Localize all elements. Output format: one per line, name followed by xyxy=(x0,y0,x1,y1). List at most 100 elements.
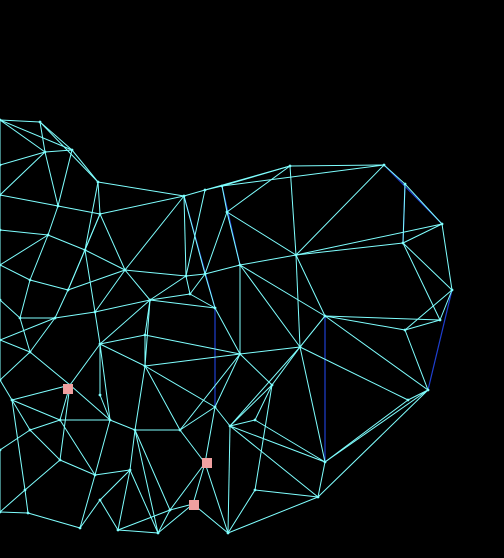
mesh-edge xyxy=(67,213,101,291)
mesh-edge xyxy=(117,509,171,531)
mesh-edge xyxy=(144,353,241,367)
mesh-vertex xyxy=(28,428,32,432)
mesh-edge xyxy=(239,353,273,386)
mesh-edge xyxy=(0,429,31,451)
mesh-vertex xyxy=(133,428,137,432)
mesh-vertex xyxy=(438,318,442,322)
mesh-edge xyxy=(24,459,61,491)
mesh-edge xyxy=(324,315,429,391)
mesh-edge xyxy=(11,399,61,421)
mesh-edge xyxy=(295,242,404,256)
mesh-edge xyxy=(67,269,126,291)
mesh-edge xyxy=(229,346,301,427)
mesh-edge xyxy=(229,384,273,427)
mesh-vertex xyxy=(98,212,102,216)
mesh-edge xyxy=(183,195,206,275)
mesh-edge xyxy=(47,205,59,236)
mesh-edge xyxy=(179,429,206,464)
mesh-edge xyxy=(109,419,136,431)
mesh-edge xyxy=(94,269,126,313)
mesh-edge xyxy=(129,469,159,534)
mesh-edge xyxy=(57,205,101,215)
mesh-edge xyxy=(439,289,453,321)
mesh-vertex xyxy=(93,473,97,477)
mesh-edge xyxy=(185,273,206,277)
mesh-edge xyxy=(47,234,86,251)
mesh-vertex xyxy=(401,241,405,245)
mesh-edge xyxy=(99,469,131,501)
mesh-edge xyxy=(54,311,96,319)
mesh-edge xyxy=(157,503,194,534)
mesh-edge xyxy=(19,279,31,319)
mesh-edge xyxy=(402,223,443,244)
mesh-edge xyxy=(69,343,101,386)
mesh-edge xyxy=(149,299,216,309)
mesh-vertex xyxy=(0,163,2,167)
mesh-edge xyxy=(99,394,111,421)
mesh-vertex xyxy=(98,342,102,346)
mesh-edge xyxy=(59,419,96,476)
mesh-edge xyxy=(144,365,181,431)
mesh-edge xyxy=(94,311,101,345)
mesh-edge xyxy=(11,399,26,491)
mesh-edge xyxy=(221,164,385,187)
mesh-edge xyxy=(214,406,231,427)
mesh-vertex xyxy=(116,528,120,532)
selection-markers-layer[interactable] xyxy=(63,384,212,510)
mesh-edge xyxy=(179,353,241,431)
selected-vertex-marker[interactable] xyxy=(202,458,212,468)
mesh-edge xyxy=(11,384,71,401)
mesh-edge xyxy=(117,469,131,531)
mesh-edge xyxy=(299,346,409,401)
mesh-vertex xyxy=(178,428,182,432)
mesh-vertex xyxy=(123,268,127,272)
selected-vertex-marker[interactable] xyxy=(189,500,199,510)
mesh-edge xyxy=(189,293,216,309)
mesh-edge xyxy=(404,289,453,331)
mesh-edge xyxy=(97,181,185,197)
mesh-edge xyxy=(226,211,241,266)
mesh-edge xyxy=(157,509,171,534)
mesh-edge xyxy=(0,317,56,341)
mesh-edge xyxy=(183,195,187,277)
mesh-edge xyxy=(239,264,326,317)
visible-edges-layer xyxy=(0,119,453,534)
mesh-edge xyxy=(27,512,81,529)
mesh-edge xyxy=(404,183,443,225)
mesh-edge xyxy=(204,165,291,191)
mesh-edge xyxy=(324,315,441,321)
mesh-edge xyxy=(183,189,206,197)
hidden-mesh-edge xyxy=(427,289,453,391)
mesh-edge xyxy=(229,425,326,463)
mesh-vertex xyxy=(184,274,188,278)
mesh-edge xyxy=(0,264,31,281)
mesh-edge xyxy=(149,275,187,301)
mesh-edge xyxy=(29,351,71,386)
mesh-vertex xyxy=(253,488,257,492)
mesh-vertex xyxy=(83,248,87,252)
mesh-edge xyxy=(441,223,453,291)
mesh-edge xyxy=(71,149,99,183)
mesh-edge xyxy=(59,384,71,461)
mesh-vertex xyxy=(143,364,147,368)
mesh-edge xyxy=(11,399,31,431)
mesh-vertex xyxy=(148,298,152,302)
mesh-edge xyxy=(99,343,111,421)
mesh-edge xyxy=(295,164,385,256)
mesh-vertex xyxy=(403,182,407,186)
mesh-edge xyxy=(0,119,41,123)
mesh-vertex xyxy=(128,468,132,472)
mesh-edge xyxy=(295,254,301,348)
selected-vertex-marker[interactable] xyxy=(63,384,73,394)
mesh-edge xyxy=(99,499,119,531)
mesh-vertex xyxy=(403,328,407,332)
mesh-edge xyxy=(134,365,146,431)
mesh-vertex xyxy=(28,278,32,282)
mesh-edge xyxy=(214,353,241,408)
mesh-edge xyxy=(149,293,191,301)
mesh-edge xyxy=(0,194,59,207)
mesh-edge xyxy=(317,461,326,498)
